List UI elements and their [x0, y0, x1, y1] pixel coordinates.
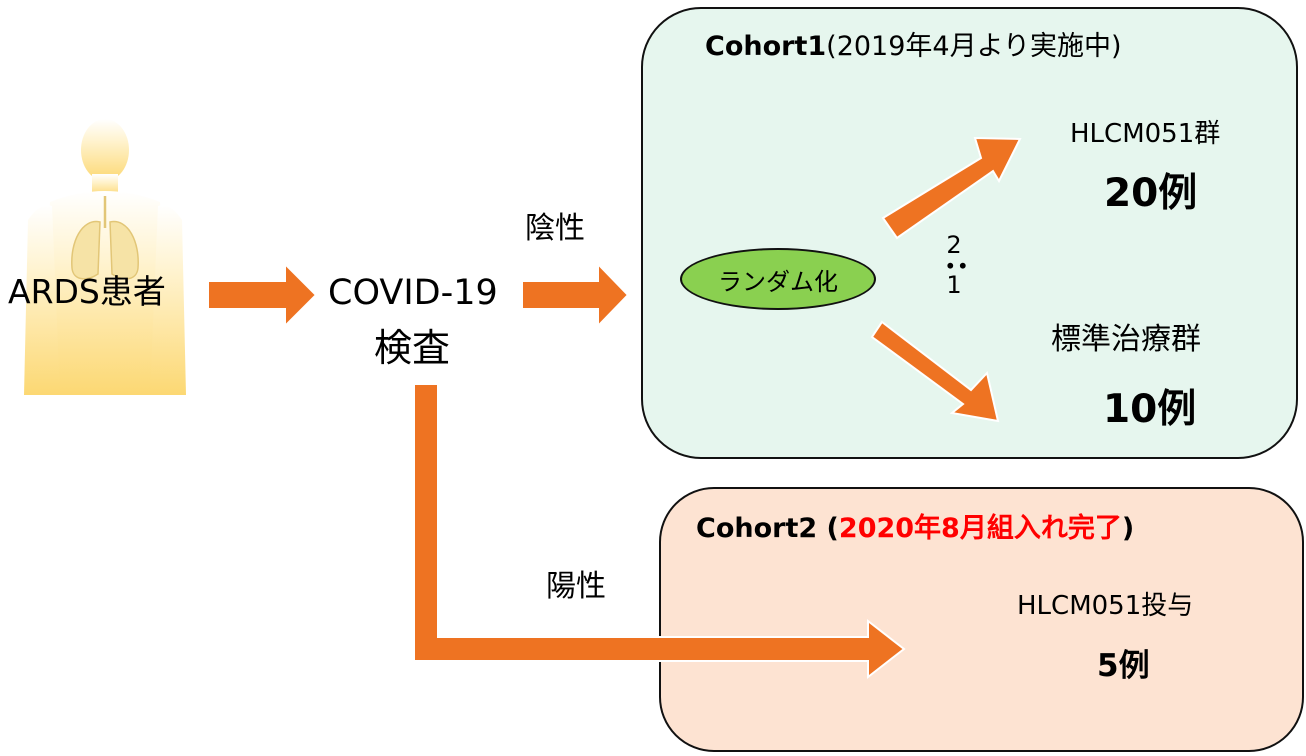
cohort2-status: 2020年8月組入れ完了 [838, 513, 1122, 544]
lungs-icon [71, 220, 139, 280]
negative-label: 陰性 [525, 211, 585, 246]
cohort2-title-open: ( [817, 513, 839, 544]
arrow-to-standard-arm [870, 320, 1000, 423]
ratio-top: 2 [946, 231, 962, 259]
test-label-kensa: 検査 [374, 326, 451, 370]
cohort2-arm-label: HLCM051投与 [1017, 591, 1194, 621]
cohort2-title-name: Cohort2 [696, 513, 818, 544]
randomization-ellipse: ランダム化 [680, 248, 876, 310]
cohort1-title-name: Cohort1 [705, 31, 827, 62]
cohort2-title: Cohort2 (2020年8月組入れ完了) [696, 514, 1134, 544]
arrow-to-hlcm-arm [881, 136, 1022, 240]
cohort2-title-close: ) [1121, 513, 1135, 544]
randomization-label: ランダム化 [718, 267, 838, 296]
cohort2-box [659, 487, 1304, 752]
standard-arm-label: 標準治療群 [1051, 322, 1201, 357]
cohort1-title: Cohort1(2019年4月より実施中) [705, 32, 1122, 62]
standard-arm-count: 10例 [1103, 387, 1197, 432]
arrow-to-cohort2 [413, 383, 906, 680]
human-body-illustration [24, 119, 186, 395]
arrow-to-test [207, 261, 318, 329]
hlcm-arm-count: 20例 [1104, 171, 1198, 216]
positive-label: 陽性 [546, 569, 606, 604]
hlcm-arm-label: HLCM051群 [1070, 119, 1221, 149]
ratio-colon: ∙∙ [944, 253, 970, 277]
arrow-to-negative [521, 261, 630, 329]
test-label: COVID-19 [328, 273, 498, 313]
allocation-ratio: 2 ∙∙ 1 [944, 231, 970, 299]
patient-label: ARDS患者 [8, 272, 166, 311]
cohort1-box [641, 7, 1298, 459]
cohort1-title-period: (2019年4月より実施中) [826, 31, 1122, 62]
cohort2-arm-count: 5例 [1097, 648, 1150, 684]
ratio-bottom: 1 [946, 271, 962, 299]
